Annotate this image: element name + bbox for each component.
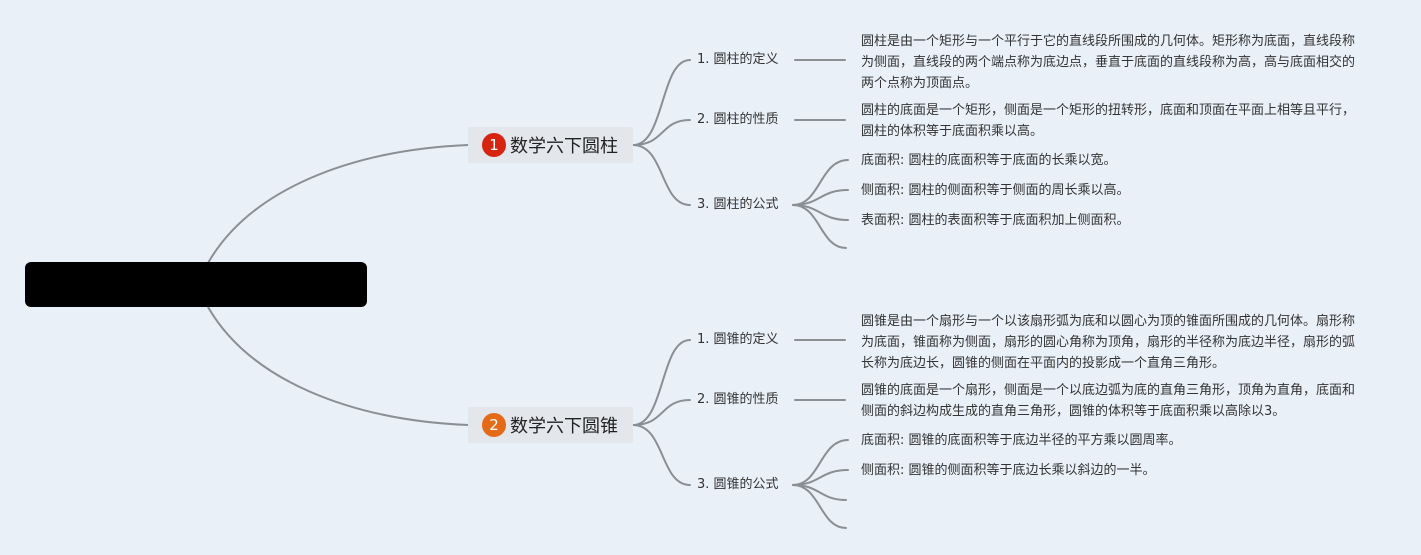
note-b1-3-3[interactable]: 表面积: 圆柱的表面积等于底面积加上侧面积。 — [861, 213, 1130, 228]
priority-1-icon: 1 — [482, 133, 506, 157]
connector-b2-sub3-note-4 — [792, 484, 847, 529]
connector-b2-sub3 — [632, 424, 691, 486]
connector-b2-sub2 — [632, 399, 691, 426]
connector-b2-sub1 — [632, 339, 691, 426]
priority-2-icon: 2 — [482, 413, 506, 437]
note-b1-3-2[interactable]: 侧面积: 圆柱的侧面积等于侧面的周长乘以高。 — [861, 183, 1130, 198]
branch-topic-1[interactable]: 1 数学六下圆柱 — [468, 127, 633, 163]
subtopic-b1-3[interactable]: 3. 圆柱的公式 — [697, 197, 779, 212]
note-b2-3-2[interactable]: 侧面积: 圆锥的侧面积等于底边长乘以斜边的一半。 — [861, 463, 1156, 478]
note-b2-2[interactable]: 圆锥的底面是一个扇形，侧面是一个以底边弧为底的直角三角形，顶角为直角，底面和侧面… — [861, 383, 1356, 419]
note-b1-3-1[interactable]: 底面积: 圆柱的底面积等于底面的长乘以宽。 — [861, 153, 1117, 168]
root-topic[interactable] — [25, 262, 367, 307]
subtopic-b2-3[interactable]: 3. 圆锥的公式 — [697, 477, 779, 492]
note-b2-1[interactable]: 圆锥是由一个扇形与一个以该扇形弧为底和以圆心为顶的锥面所围成的几何体。扇形称为底… — [861, 314, 1356, 371]
note-b1-1[interactable]: 圆柱是由一个矩形与一个平行于它的直线段所围成的几何体。矩形称为底面，直线段称为侧… — [861, 34, 1356, 91]
connector-root-branch-1 — [207, 144, 469, 264]
connector-b1-sub1 — [632, 59, 691, 146]
branch-topic-1-label: 数学六下圆柱 — [510, 136, 618, 157]
branch-topic-2-label: 数学六下圆锥 — [510, 416, 618, 437]
connector-b1-sub3 — [632, 144, 691, 206]
subtopic-b1-1[interactable]: 1. 圆柱的定义 — [697, 52, 779, 67]
connector-root-branch-2 — [207, 306, 469, 426]
connector-b1-sub3-note-4 — [792, 204, 847, 249]
subtopic-b2-1[interactable]: 1. 圆锥的定义 — [697, 332, 779, 347]
connector-b1-sub2 — [632, 119, 691, 146]
branch-topic-2[interactable]: 2 数学六下圆锥 — [468, 407, 633, 443]
note-b2-3-1[interactable]: 底面积: 圆锥的底面积等于底边半径的平方乘以圆周率。 — [861, 433, 1182, 448]
subtopic-b2-2[interactable]: 2. 圆锥的性质 — [697, 392, 779, 407]
subtopic-b1-2[interactable]: 2. 圆柱的性质 — [697, 112, 779, 127]
note-b1-2[interactable]: 圆柱的底面是一个矩形，侧面是一个矩形的扭转形，底面和顶面在平面上相等且平行，圆柱… — [861, 103, 1356, 139]
